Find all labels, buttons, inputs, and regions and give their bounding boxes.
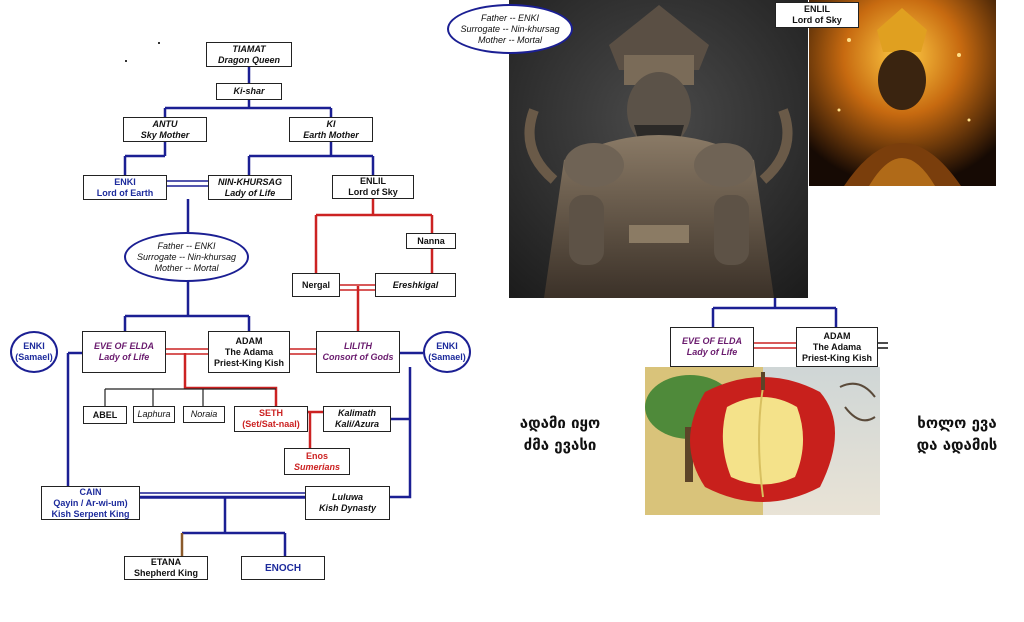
node-nergal: Nergal (292, 273, 340, 297)
node-cain: CAIN Qayin / Ar-wi-um) Kish Serpent King (41, 486, 140, 520)
node-luluwa: Luluwa Kish Dynasty (305, 486, 390, 520)
node-title: Lady of Life (224, 187, 276, 198)
node-title: Earth Mother (303, 129, 359, 140)
node-tiamat: TIAMAT Dragon Queen (206, 42, 292, 67)
speck (158, 42, 160, 44)
node-enki: ENKI Lord of Earth (83, 175, 167, 200)
node-title: Lady of Life (686, 347, 738, 357)
node-name: Kalimath (337, 408, 376, 418)
node-name: Noraia (190, 409, 218, 419)
node-title: Kali/Azura (334, 419, 379, 429)
node-name: ADAM (823, 330, 851, 341)
node-name: LILITH (344, 341, 372, 351)
node-name: ENLIL (360, 176, 386, 186)
node-name: ADAM (235, 335, 263, 346)
node-title: Sumerians (293, 461, 341, 472)
node-etana: ETANA Shepherd King (124, 556, 208, 580)
node-title: Dragon Queen (217, 54, 280, 65)
node-name: Nanna (417, 235, 445, 246)
node-kalimath: Kalimath Kali/Azura (323, 406, 391, 432)
node-seth: SETH (Set/Sat-naal) (234, 406, 308, 432)
node-antu: ANTU Sky Mother (123, 117, 207, 142)
node-ki: KI Earth Mother (289, 117, 373, 142)
oval-name: ENKI (436, 341, 458, 351)
node-title: Kish Dynasty (318, 503, 377, 513)
node-nanna: Nanna (406, 233, 456, 249)
caption-right-line2: და ადამის (916, 436, 998, 454)
node-title: Lord of Sky (792, 15, 842, 25)
node-name: NIN-KHURSAG (218, 176, 282, 187)
node-enlil: ENLIL Lord of Sky (332, 175, 414, 199)
node-ninkhursag: NIN-KHURSAG Lady of Life (208, 175, 292, 200)
enki-samael-right-oval: ENKI (Samael) (423, 331, 471, 373)
node-name: EVE OF ELDA (93, 341, 154, 351)
oval-name: ENKI (23, 341, 45, 351)
caption-left: ადამი იყო ძმა ევასი (500, 412, 620, 456)
right-parents-oval: Father -- ENKI Surrogate -- Nin-khursag … (447, 4, 573, 54)
node-name: ENOCH (264, 562, 302, 574)
node-name: KI (326, 118, 336, 129)
node-name: Luluwa (332, 492, 363, 502)
right-node-eve: EVE OF ELDA Lady of Life (670, 327, 754, 367)
node-title: Lady of Life (98, 352, 150, 362)
node-abel: ABEL (83, 406, 127, 424)
enlil-golden-image (809, 0, 996, 186)
node-enoch: ENOCH (241, 556, 325, 580)
apple-faces-image (645, 367, 880, 515)
right-node-enlil: ENLIL Lord of Sky (775, 2, 859, 28)
node-adam: ADAM The Adama Priest-King Kish (208, 331, 290, 373)
node-name: ETANA (150, 557, 182, 567)
node-line2: The Adama (224, 346, 274, 357)
right-node-adam: ADAM The Adama Priest-King Kish (796, 327, 878, 367)
oval-father: Father -- ENKI (480, 12, 539, 23)
node-name: SETH (258, 408, 283, 418)
node-title: Sky Mother (140, 129, 190, 140)
caption-left-line2: ძმა ევასი (523, 436, 597, 454)
node-title: Lord of Earth (96, 187, 154, 198)
speck (125, 60, 127, 62)
node-name: ABEL (92, 409, 118, 420)
oval-mother: Mother -- Mortal (477, 34, 542, 45)
node-name: Laphura (137, 409, 171, 419)
enki-statue-image (509, 0, 808, 298)
node-name: CAIN (79, 486, 102, 497)
parents-oval: Father -- ENKI Surrogate -- Nin-khursag … (124, 232, 249, 282)
node-lilith: LILITH Consort of Gods (316, 331, 400, 373)
node-name: EVE OF ELDA (681, 336, 742, 346)
node-name: Nergal (301, 279, 330, 290)
node-laphura: Laphura (133, 406, 175, 423)
caption-left-line1: ადამი იყო (519, 414, 601, 432)
node-line3: Priest-King Kish (213, 357, 284, 368)
node-line2: Qayin / Ar-wi-um) (53, 497, 128, 508)
node-name: ENLIL (804, 4, 830, 14)
oval-father: Father -- ENKI (157, 240, 216, 251)
node-name: TIAMAT (232, 43, 266, 54)
node-eve: EVE OF ELDA Lady of Life (82, 331, 166, 373)
caption-right-line1: ხოლო ევა (917, 414, 997, 432)
oval-title: (Samael) (428, 352, 466, 362)
oval-mother: Mother -- Mortal (154, 262, 219, 273)
node-name: Ki-shar (233, 86, 265, 96)
oval-title: (Samael) (15, 352, 53, 362)
node-name: ENKI (114, 176, 136, 187)
node-name: Enos (305, 450, 328, 461)
enki-samael-left-oval: ENKI (Samael) (10, 331, 58, 373)
node-enos: Enos Sumerians (284, 448, 350, 475)
node-title: Consort of Gods (322, 352, 394, 362)
node-line3: Kish Serpent King (51, 508, 130, 519)
node-title: (Set/Sat-naal) (242, 419, 300, 429)
oval-surrogate: Surrogate -- Nin-khursag (136, 251, 237, 262)
node-line2: The Adama (812, 341, 862, 352)
node-noraia: Noraia (183, 406, 225, 423)
caption-right: ხოლო ევა და ადამის (895, 412, 1019, 456)
oval-surrogate: Surrogate -- Nin-khursag (460, 23, 560, 34)
node-name: ANTU (152, 118, 178, 129)
node-ereshkigal: Ereshkigal (375, 273, 456, 297)
node-line3: Priest-King Kish (801, 352, 872, 363)
node-title: Shepherd King (133, 568, 198, 578)
node-kishar: Ki-shar (216, 83, 282, 100)
node-title: Lord of Sky (348, 187, 398, 197)
node-name: Ereshkigal (392, 279, 439, 290)
